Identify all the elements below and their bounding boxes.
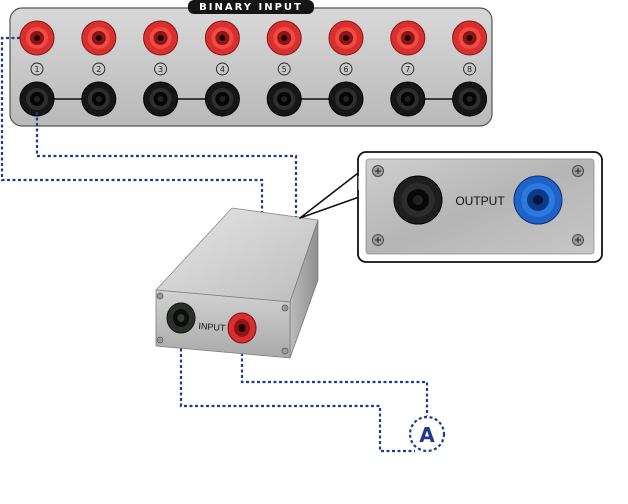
box-screw xyxy=(281,304,289,312)
red-socket xyxy=(19,20,55,56)
panel-title-tab xyxy=(188,0,314,14)
box-screw xyxy=(156,336,164,344)
wiring xyxy=(0,36,429,453)
red-socket xyxy=(143,20,179,56)
box-input-red-socket xyxy=(227,312,257,344)
red-socket xyxy=(81,20,117,56)
red-socket xyxy=(452,20,488,56)
black-socket xyxy=(266,81,302,117)
channel-number: 4 xyxy=(215,62,229,76)
box-input-label: INPUT xyxy=(198,321,226,333)
channel-number-label: 4 xyxy=(220,65,225,74)
box-input-black-socket xyxy=(166,302,196,334)
channel-number: 3 xyxy=(154,62,168,76)
channel-number: 2 xyxy=(92,62,106,76)
wire-input-red xyxy=(240,342,429,416)
box-screw xyxy=(281,347,289,355)
converter-box: INPUT xyxy=(155,207,319,359)
channel-number-label: 2 xyxy=(96,65,101,74)
output-label: OUTPUT xyxy=(455,194,505,208)
ammeter-symbol: A xyxy=(408,415,446,453)
channel-number: 7 xyxy=(401,62,415,76)
black-socket xyxy=(390,81,426,117)
wire-red-terminal-1 xyxy=(0,36,264,220)
red-socket xyxy=(328,20,364,56)
binary-input-panel: BINARY INPUT 1 2 3 4 5 6 7 8 xyxy=(9,0,493,127)
red-socket xyxy=(390,20,426,56)
ammeter-letter: A xyxy=(419,423,435,447)
output-plate-screws xyxy=(372,165,584,246)
ammeter-circle xyxy=(408,415,446,453)
output-black-socket xyxy=(393,175,443,225)
wire-black-terminal-1 xyxy=(35,112,298,219)
channel-4: 4 xyxy=(204,20,240,117)
channel-number-label: 7 xyxy=(405,65,410,74)
channel-1: 1 xyxy=(19,20,55,117)
channel-2: 2 xyxy=(81,20,117,117)
black-socket xyxy=(19,81,55,117)
black-socket xyxy=(143,81,179,117)
channel-5: 5 xyxy=(266,20,302,117)
black-socket xyxy=(81,81,117,117)
red-socket xyxy=(204,20,240,56)
callout-pointer xyxy=(299,169,363,219)
box-top xyxy=(155,207,319,303)
red-socket xyxy=(266,20,302,56)
output-blue-socket xyxy=(513,175,563,225)
channel-number: 1 xyxy=(30,62,44,76)
channel-number-label: 3 xyxy=(158,65,163,74)
black-socket xyxy=(204,81,240,117)
channel-6: 6 xyxy=(328,20,364,117)
channel-number: 8 xyxy=(463,62,477,76)
channel-8: 8 xyxy=(452,20,488,117)
black-socket xyxy=(328,81,364,117)
output-detail-callout: OUTPUT xyxy=(357,151,603,263)
channel-number-label: 6 xyxy=(343,65,348,74)
panel-title: BINARY INPUT xyxy=(199,2,303,13)
black-socket xyxy=(452,81,488,117)
channel-number: 6 xyxy=(339,62,353,76)
channel-number-label: 5 xyxy=(282,65,287,74)
channel-number: 5 xyxy=(277,62,291,76)
channel-7: 7 xyxy=(390,20,426,117)
channel-3: 3 xyxy=(143,20,179,117)
channel-number-label: 8 xyxy=(467,65,472,74)
channel-number-label: 1 xyxy=(34,65,39,74)
box-screw xyxy=(156,292,164,300)
